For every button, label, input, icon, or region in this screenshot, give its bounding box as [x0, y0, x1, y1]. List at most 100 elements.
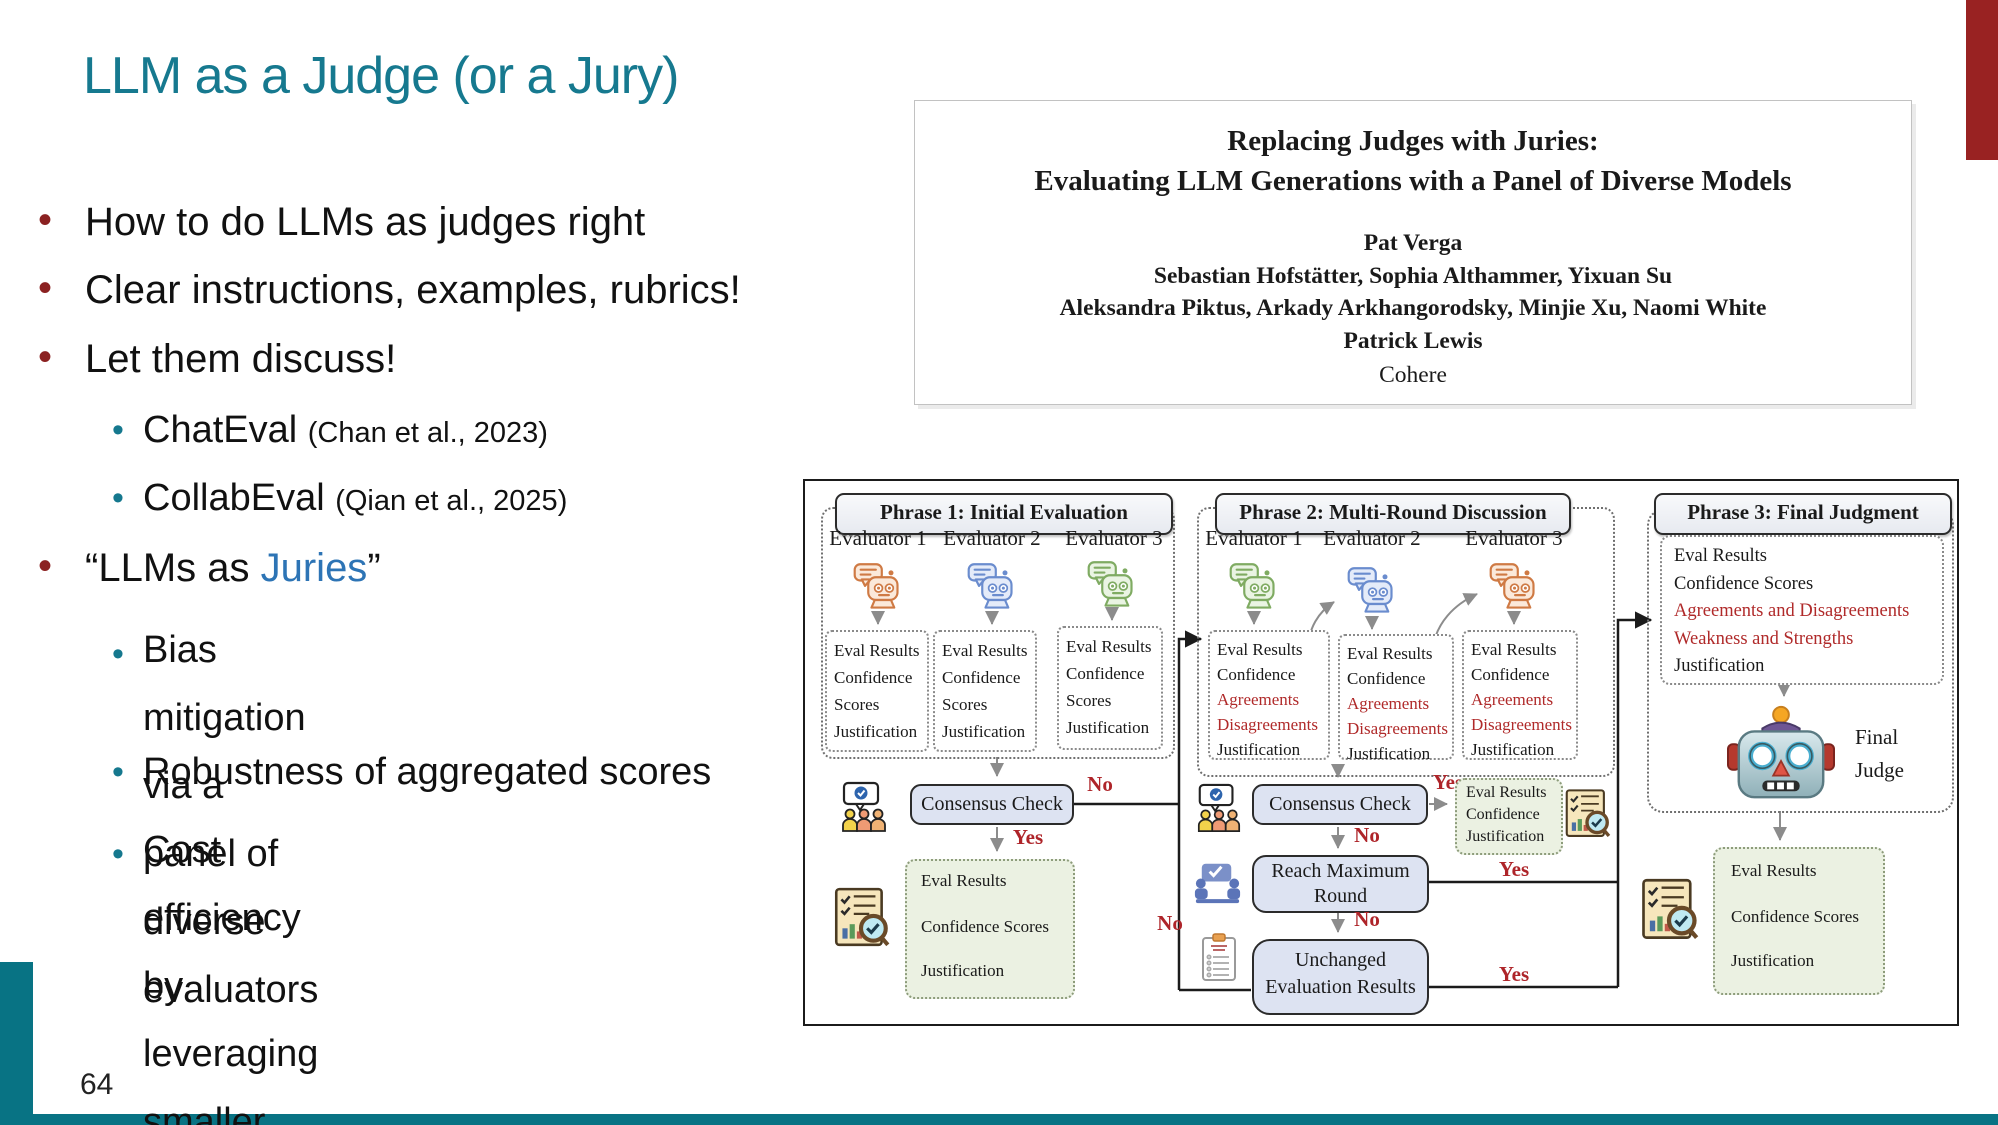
output-line: Confidence Scores	[921, 917, 1049, 936]
robot-chat-icon	[1489, 563, 1535, 609]
sub-bullet-text: Cost efficiency by leveraging smaller mo…	[143, 829, 319, 1125]
paper-title-line2: Evaluating LLM Generations with a Panel …	[1034, 165, 1792, 197]
output-line: Confidence	[1466, 806, 1540, 823]
bullet-marker: •	[38, 335, 53, 379]
evaluator-label: Evaluator 2	[943, 526, 1041, 550]
robot-chat-icon	[853, 563, 899, 609]
robot-chat-icon	[967, 563, 1013, 609]
citation: (Chan et al., 2023)	[307, 417, 548, 449]
page-title: LLM as a Judge (or a Jury)	[83, 47, 679, 105]
input-line: Confidence Scores	[1674, 573, 1814, 594]
paper-title: Replacing Judges with Juries: Evaluating…	[915, 121, 1911, 201]
reach-maximum-round-box: Reach Maximum Round	[1252, 855, 1429, 913]
result-line: Justification	[942, 722, 1026, 741]
sub-bullet-text: Bias mitigation via a panel of diverse e…	[143, 629, 319, 1011]
report-magnifier-icon	[1565, 789, 1611, 838]
judge-label-line: Final	[1855, 725, 1899, 749]
result-line: Justification	[834, 722, 918, 741]
bullet-marker: •	[38, 266, 53, 310]
bullet-text: How to do LLMs as judges right	[85, 200, 646, 244]
result-line: Justification	[1066, 718, 1150, 737]
result-line: Confidence	[1217, 665, 1296, 684]
result-line: Justification	[1217, 740, 1301, 759]
result-line: Scores	[1066, 691, 1112, 710]
yes-branch-label: Yes	[1498, 962, 1530, 986]
result-line: Justification	[1471, 740, 1555, 759]
early-output-box: Eval Results Confidence Justification	[1455, 778, 1563, 855]
result-line-agreements: Agreements	[1217, 690, 1300, 709]
no-branch-label: No	[1087, 772, 1113, 796]
result-line-disagreements: Disagreements	[1347, 719, 1449, 738]
bullet-marker: •	[112, 479, 124, 517]
input-line-agreements: Agreements and Disagreements	[1674, 601, 1910, 621]
discussion-result-box: Eval Results Confidence Agreements Disag…	[1338, 634, 1454, 763]
corner-accent-bar	[1966, 0, 1998, 160]
result-line: Confidence	[834, 668, 913, 687]
method-name: CollabEval	[143, 477, 336, 519]
no-branch-label: No	[1354, 823, 1380, 847]
unchanged-results-box: Unchanged Evaluation Results	[1252, 939, 1429, 1015]
robot-chat-icon	[1087, 561, 1133, 607]
result-line-disagreements: Disagreements	[1471, 715, 1573, 734]
author-line: Sebastian Hofstätter, Sophia Althammer, …	[1153, 262, 1673, 289]
juries-highlight: Juries	[260, 546, 368, 590]
report-magnifier-icon	[834, 887, 890, 947]
input-line: Eval Results	[1674, 546, 1768, 566]
robot-chat-icon	[1347, 567, 1393, 613]
final-output-box: Eval Results Confidence Scores Justifica…	[1713, 847, 1885, 995]
sub-bullet-text: Robustness of aggregated scores	[143, 751, 712, 793]
box-line: Evaluation Results	[1265, 976, 1416, 998]
report-magnifier-icon	[1642, 878, 1699, 940]
phase1-header: Phrase 1: Initial Evaluation	[835, 493, 1173, 535]
result-line: Scores	[834, 695, 880, 714]
quote-prefix: “LLMs as	[85, 546, 261, 590]
result-line: Scores	[942, 695, 988, 714]
input-line-weakness: Weakness and Strengths	[1674, 628, 1854, 649]
input-line: Justification	[1674, 656, 1765, 676]
result-line-disagreements: Disagreements	[1217, 715, 1319, 734]
bottom-accent-strip	[0, 1114, 1998, 1125]
author-line: Patrick Lewis	[1343, 327, 1483, 354]
paper-affiliation: Cohere	[1379, 362, 1447, 388]
phase3-header: Phrase 3: Final Judgment	[1654, 493, 1952, 535]
robot-chat-icon	[1229, 563, 1275, 609]
figure-evaluation-pipeline: Phrase 1: Initial Evaluation Evaluator 1…	[803, 479, 1959, 1026]
result-line: Eval Results	[1217, 640, 1303, 659]
yes-branch-label: Yes	[1498, 857, 1530, 881]
page-number: 64	[80, 1068, 114, 1101]
result-line-agreements: Agreements	[1347, 694, 1430, 713]
eval-result-box: Eval Results Confidence Scores Justifica…	[825, 630, 929, 752]
paper-title-line1: Replacing Judges with Juries:	[1227, 125, 1599, 157]
evaluator-label: Evaluator 2	[1323, 526, 1421, 550]
discussion-result-box: Eval Results Confidence Agreements Disag…	[1462, 630, 1578, 760]
result-line-agreements: Agreements	[1471, 690, 1554, 709]
bullet-marker: •	[112, 635, 124, 673]
paper-authors: Pat Verga Sebastian Hofstätter, Sophia A…	[915, 227, 1911, 357]
evaluator-label: Evaluator 3	[1065, 526, 1163, 550]
result-line: Eval Results	[1471, 640, 1557, 659]
consensus-check-box: Consensus Check	[910, 784, 1074, 825]
result-line: Confidence	[1347, 669, 1426, 688]
author-line: Aleksandra Piktus, Arkady Arkhangorodsky…	[1059, 295, 1767, 321]
output-line: Justification	[1731, 951, 1815, 970]
final-judge-robot-icon	[1727, 705, 1835, 799]
consensus-check-box: Consensus Check	[1252, 784, 1428, 825]
yes-branch-label: Yes	[1012, 825, 1044, 849]
bullet-text: Let them discuss!	[85, 337, 397, 381]
output-line: Confidence Scores	[1731, 907, 1859, 926]
judge-input-box: Eval Results Confidence Scores Agreement…	[1660, 535, 1944, 685]
phase2-header: Phrase 2: Multi-Round Discussion	[1215, 493, 1571, 535]
box-line: Round	[1313, 885, 1368, 907]
result-line: Confidence	[1471, 665, 1550, 684]
bullet-text: “LLMs as Juries”	[85, 542, 381, 594]
box-line: Unchanged	[1294, 949, 1387, 971]
evaluator-label: Evaluator 1	[829, 526, 927, 550]
result-line: Confidence	[942, 668, 1021, 687]
bullet-marker: •	[112, 753, 124, 791]
final-output-box: Eval Results Confidence Scores Justifica…	[905, 859, 1075, 999]
no-loop-label: No	[1157, 911, 1183, 935]
judge-label-line: Judge	[1855, 758, 1904, 782]
final-judge-label: Final Judge	[1855, 721, 1904, 787]
output-line: Eval Results	[1466, 784, 1547, 801]
